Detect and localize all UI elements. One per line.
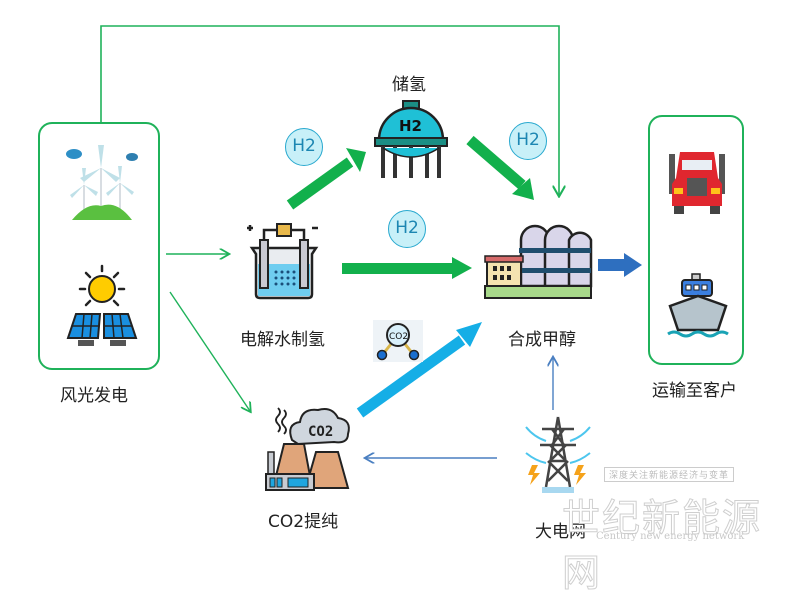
watermark-tagline: 深度关注新能源经济与变革	[604, 467, 735, 482]
co2-label: CO2提纯	[268, 512, 339, 532]
arrow-methanol-to-transport	[598, 253, 642, 277]
h2-badge-right: H2	[509, 122, 547, 160]
arrow-storage-to-methanol	[466, 135, 534, 200]
electrolysis-label: 电解水制氢	[240, 330, 325, 350]
electrolysis-icon	[247, 223, 319, 300]
renewable-group-box	[38, 122, 160, 370]
watermark-name: 世纪新能源网	[562, 496, 763, 596]
truck-icon	[669, 152, 725, 214]
storage-label: 储氢	[392, 75, 426, 95]
hydrogen-tank-icon: H2	[374, 100, 448, 178]
tank-label: H2	[399, 117, 422, 135]
co2-molecule-icon: CO2	[373, 320, 423, 362]
wind-turbine-icon	[66, 145, 138, 220]
h2-badge-left: H2	[285, 128, 323, 166]
svg-text:CO2: CO2	[389, 332, 408, 342]
power-tower-icon	[525, 416, 591, 493]
transport-group-box	[648, 115, 744, 365]
grid-label: 大电网	[535, 522, 586, 542]
arrow-renewable-to-co2	[169, 291, 250, 411]
watermark-english: Century new energy network	[596, 531, 745, 542]
solar-panel-icon	[66, 264, 138, 346]
methanol-plant-icon	[484, 224, 593, 299]
methanol-label: 合成甲醇	[508, 330, 576, 350]
ship-icon	[667, 273, 729, 338]
co2-factory-icon: CO2	[265, 407, 350, 491]
h2-badge-middle: H2	[388, 210, 426, 248]
transport-label: 运输至客户	[652, 381, 737, 401]
arrow-renewable-to-methanol	[100, 25, 559, 195]
arrow-electrolysis-to-methanol	[342, 257, 472, 279]
flow-arrows	[100, 25, 642, 549]
arrow-co2-to-methanol	[356, 322, 482, 418]
arrow-electrolysis-to-storage	[286, 148, 366, 210]
renewable-label: 风光发电	[60, 386, 128, 406]
svg-text:CO2: CO2	[308, 424, 333, 440]
